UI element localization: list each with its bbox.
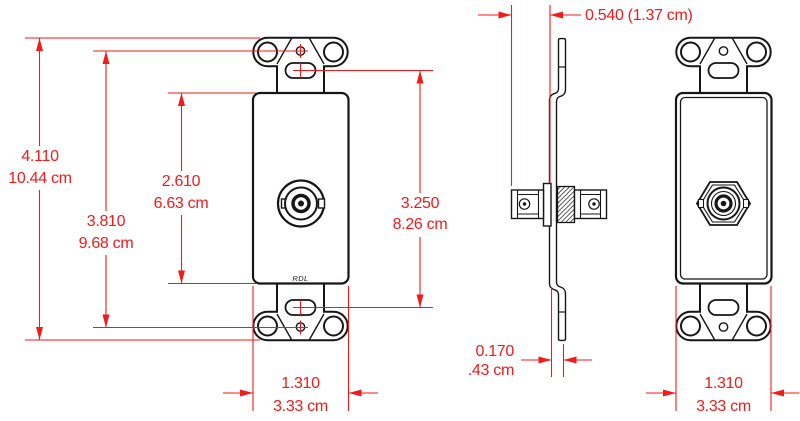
barrel-rear [573, 189, 608, 220]
dim-overall-height-inches: 4.110 [21, 148, 59, 165]
dim-insert-height-metric: 6.63 cm [154, 195, 209, 212]
dim-plate-thickness-metric: .43 cm [468, 362, 514, 379]
dim-slot-spacing-metric: 8.26 cm [393, 216, 448, 233]
bayonet-lug-right [742, 198, 750, 209]
dim-slot-spacing-inches: 3.250 [401, 195, 440, 212]
dim-front-width-metric: 3.33 cm [273, 398, 328, 415]
rear-dimensions [646, 286, 800, 411]
bayonet-lug-left [697, 198, 705, 209]
dim-rear-width-metric: 3.33 cm [696, 398, 751, 415]
dim-screw-spacing-inches: 3.810 [87, 213, 126, 230]
bnc-connector-side [510, 182, 608, 227]
rear-dimension-labels: 1.310 3.33 cm [696, 375, 751, 415]
dim-insert-height-inches: 2.610 [162, 173, 201, 190]
side-view [510, 37, 608, 342]
dim-overall-height-metric: 10.44 cm [8, 170, 71, 187]
bayonet-lug-right [317, 198, 326, 209]
dim-screw-spacing [93, 44, 308, 335]
dim-slot-spacing [293, 63, 433, 315]
dim-screw-spacing-metric: 9.68 cm [79, 235, 134, 252]
brand-text: RDL [292, 274, 308, 283]
rear-plate-inner-rim [679, 96, 768, 280]
dim-rear-width-inches: 1.310 [704, 375, 743, 392]
connector-nut-hatched [556, 185, 576, 224]
bnc-connector-front [276, 179, 326, 228]
front-view: RDL [251, 36, 350, 342]
connector-flange [542, 182, 552, 227]
dim-insert-height [168, 92, 256, 285]
dim-rear-width [646, 286, 800, 411]
dim-connector-depth [478, 5, 581, 186]
front-dimension-labels: 4.110 10.44 cm 3.810 9.68 cm 2.610 6.63 … [8, 148, 447, 415]
side-profile [548, 37, 567, 342]
side-dimension-labels: 0.540 (1.37 cm) 0.170 .43 cm [468, 7, 693, 379]
barrel-front [510, 189, 545, 220]
dim-plate-thickness [521, 287, 592, 377]
dim-overall-height [25, 37, 260, 341]
rear-top-mounting-bracket [675, 36, 772, 97]
dim-front-width-inches: 1.310 [281, 375, 320, 392]
rear-view [674, 36, 773, 342]
front-dimensions [25, 37, 433, 411]
dim-plate-thickness-inches: 0.170 [475, 343, 514, 360]
dim-front-width [223, 286, 378, 411]
dim-connector-depth-label: 0.540 (1.37 cm) [585, 7, 693, 24]
rear-bottom-mounting-bracket [675, 281, 772, 342]
bnc-connector-rear [695, 181, 752, 226]
side-dimensions [478, 5, 592, 377]
